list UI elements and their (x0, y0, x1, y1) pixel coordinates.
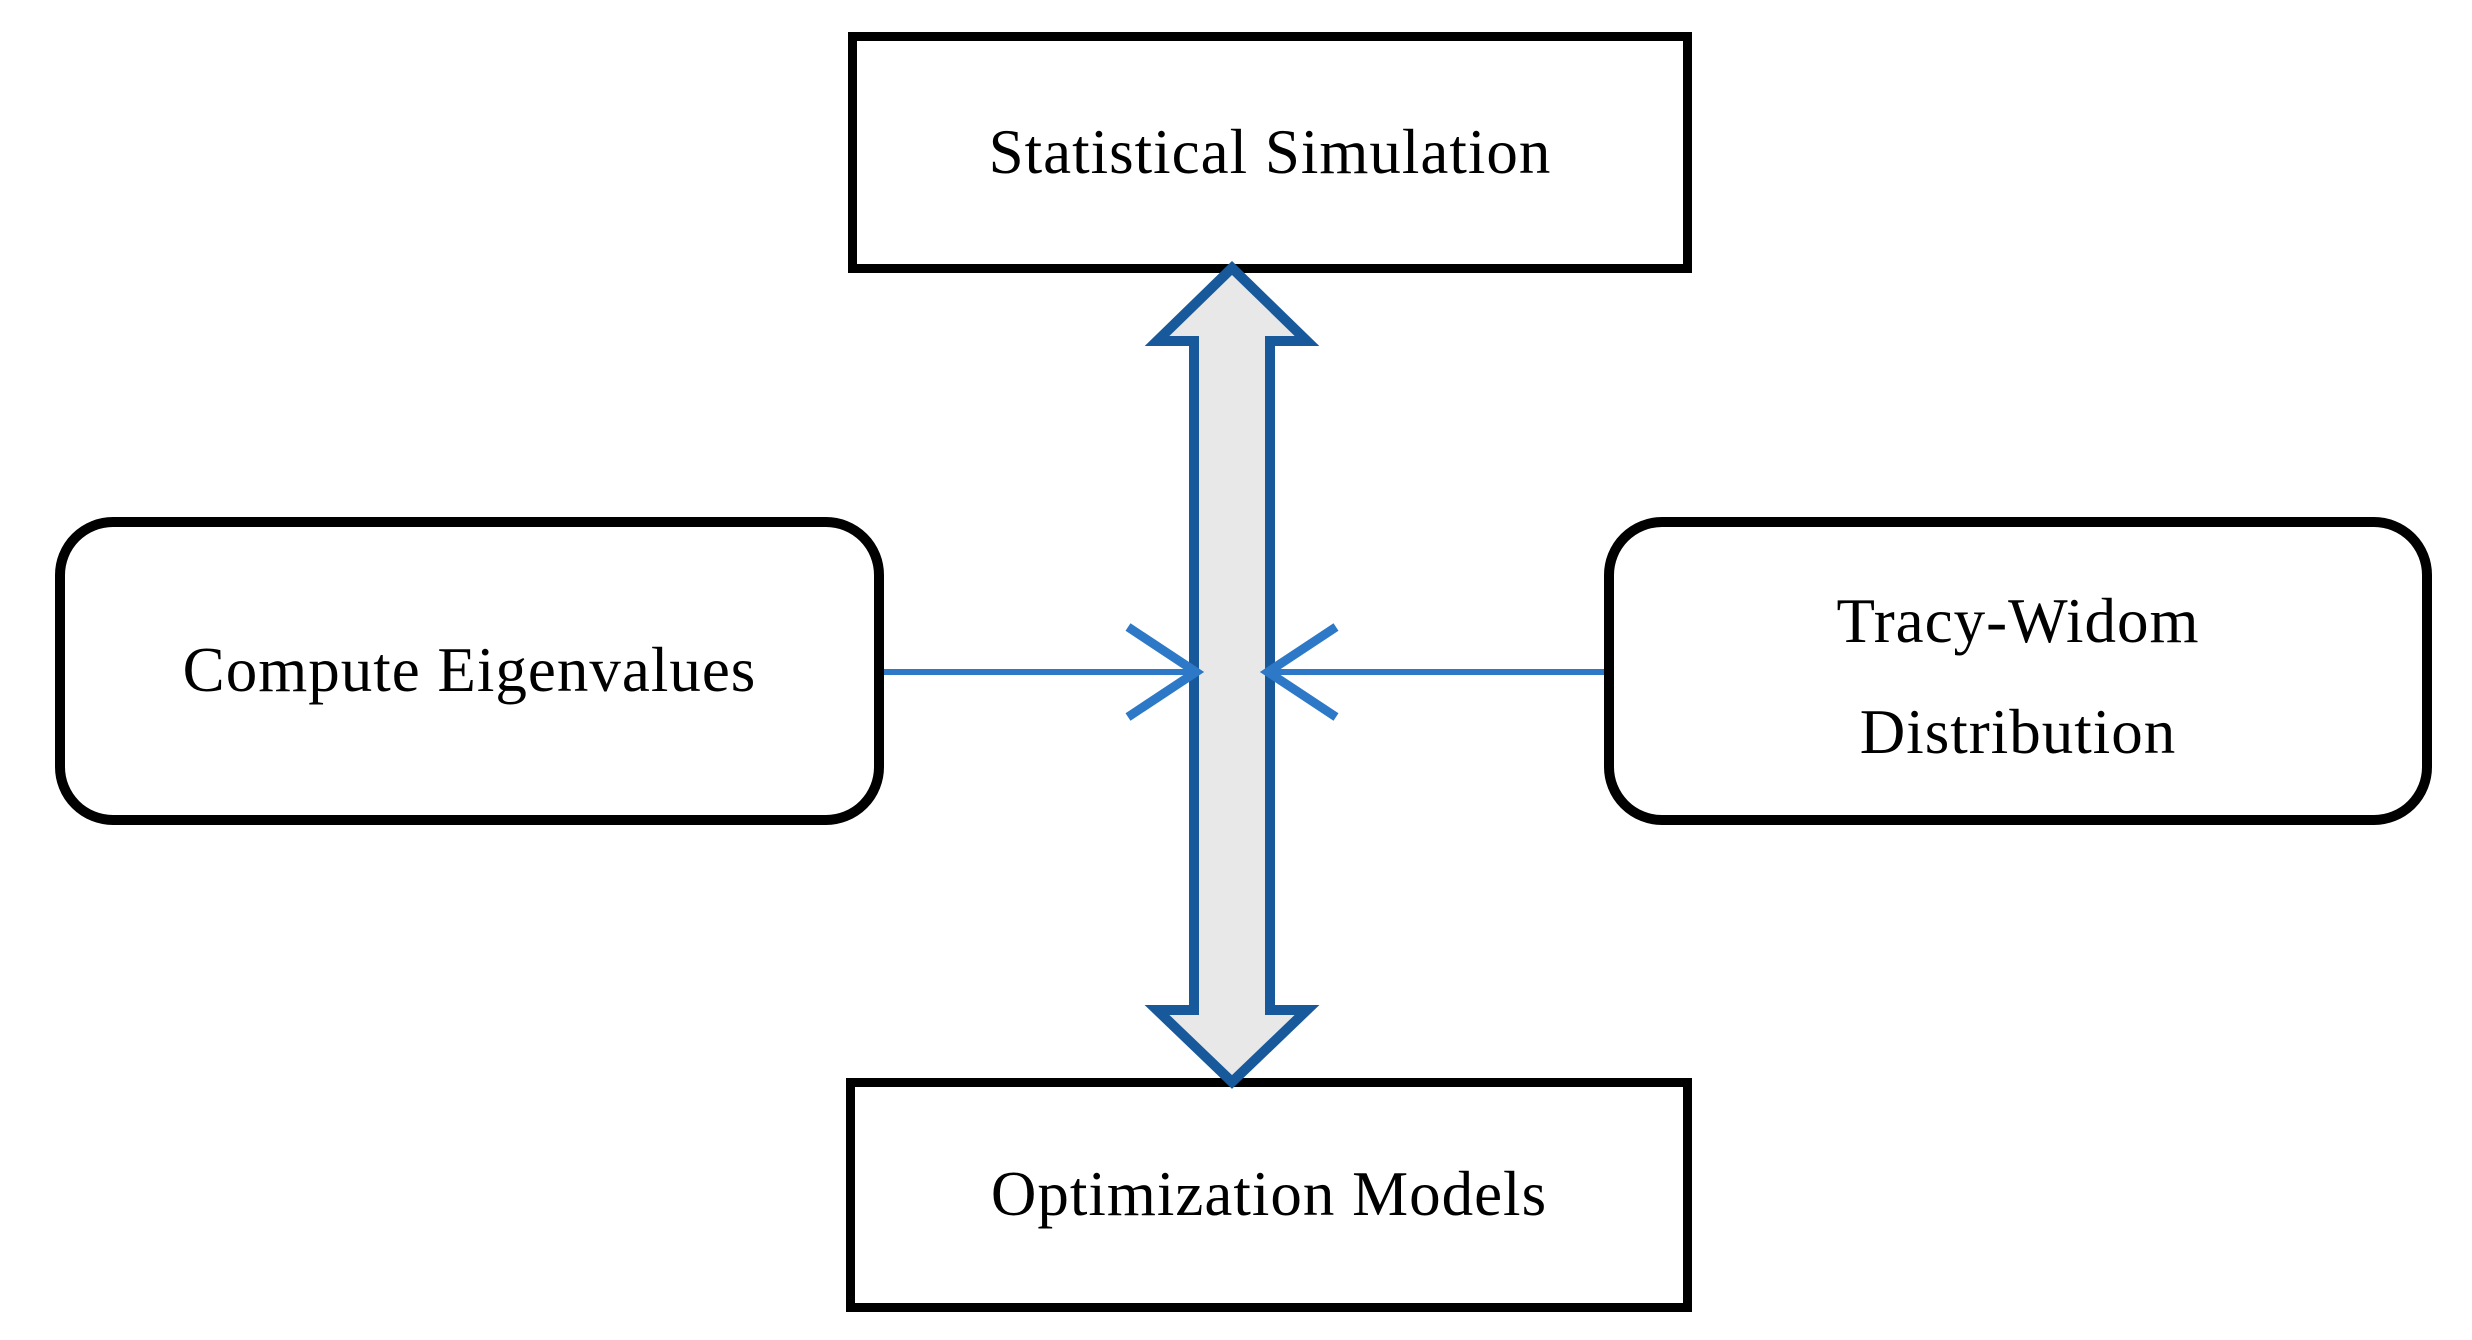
node-tracy-widom-label-line1: Tracy-Widom (1836, 585, 2200, 656)
node-optimization-models-label: Optimization Models (990, 1159, 1548, 1230)
node-tracy-widom-label-line2: Distribution (1859, 697, 2177, 767)
vertical-double-arrow-icon (1144, 261, 1320, 1089)
node-compute-eigenvalues: Compute Eigenvalues (55, 517, 884, 825)
left-to-center-arrow-icon (884, 623, 1205, 721)
right-to-center-arrow-icon (1259, 623, 1604, 721)
node-optimization-models: Optimization Models (846, 1078, 1692, 1312)
node-compute-eigenvalues-label: Compute Eigenvalues (182, 635, 757, 706)
node-statistical-simulation-label: Statistical Simulation (988, 116, 1552, 187)
node-tracy-widom-distribution: Tracy-Widom Distribution (1604, 517, 2432, 825)
node-statistical-simulation: Statistical Simulation (848, 32, 1692, 273)
